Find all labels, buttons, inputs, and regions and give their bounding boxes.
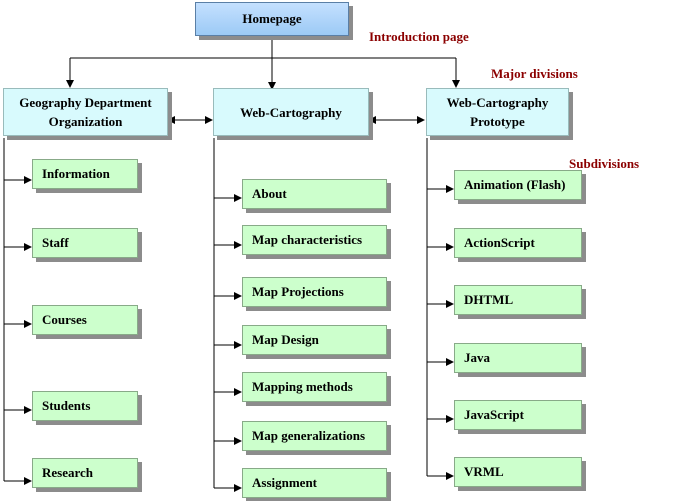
subdivision-box: Research bbox=[32, 458, 138, 488]
subdivision-box: Mapping methods bbox=[242, 372, 387, 402]
subdivision-label: Research bbox=[42, 465, 94, 480]
subdivision-label: Information bbox=[42, 166, 110, 181]
division-label: Web-Cartography bbox=[240, 104, 342, 120]
homepage-label: Homepage bbox=[242, 11, 302, 26]
subdivision-box: Map generalizations bbox=[242, 421, 387, 451]
subdivision-box: Animation (Flash) bbox=[454, 170, 582, 200]
subdivision-box: ActionScript bbox=[454, 228, 582, 258]
subdivision-label: Map Design bbox=[252, 332, 319, 347]
subdivision-label: Students bbox=[42, 398, 91, 413]
subdivision-box: Courses bbox=[32, 305, 138, 335]
subdivision-label: About bbox=[252, 186, 287, 201]
subdivision-label: Assignment bbox=[252, 475, 318, 490]
subdivision-label: Animation (Flash) bbox=[464, 177, 566, 192]
subdivision-label: Map generalizations bbox=[252, 428, 366, 443]
subdivision-label: ActionScript bbox=[464, 235, 535, 250]
subdivision-label: DHTML bbox=[464, 292, 514, 307]
subdivision-box: Information bbox=[32, 159, 138, 189]
subdivision-box: JavaScript bbox=[454, 400, 582, 430]
division-label: Geography Department Organization bbox=[19, 95, 152, 129]
subdivision-label: Map Projections bbox=[252, 284, 344, 299]
division-web-cartography: Web-Cartography bbox=[213, 88, 369, 136]
subdivision-box: Staff bbox=[32, 228, 138, 258]
subdivision-box: Map Projections bbox=[242, 277, 387, 307]
subdivision-label: Mapping methods bbox=[252, 379, 353, 394]
major-divisions-annotation: Major divisions bbox=[491, 66, 578, 81]
division-geography-department: Geography Department Organization bbox=[3, 88, 168, 136]
subdivision-box: Java bbox=[454, 343, 582, 373]
division-label: Web-Cartography Prototype bbox=[446, 95, 549, 129]
subdivision-box: VRML bbox=[454, 457, 582, 487]
subdivision-box: Students bbox=[32, 391, 138, 421]
subdivisions-annotation: Subdivisions bbox=[569, 156, 640, 171]
subdivision-box: Map characteristics bbox=[242, 225, 387, 255]
subdivision-box: Map Design bbox=[242, 325, 387, 355]
subdivision-label: JavaScript bbox=[464, 407, 524, 422]
subdivision-box: About bbox=[242, 179, 387, 209]
introduction-page-annotation: Introduction page bbox=[369, 29, 469, 44]
subdivision-label: Map characteristics bbox=[252, 232, 363, 247]
homepage-box: Homepage bbox=[195, 2, 349, 36]
subdivision-box: DHTML bbox=[454, 285, 582, 315]
subdivision-label: Java bbox=[464, 350, 490, 365]
subdivision-label: Courses bbox=[42, 312, 87, 327]
subdivision-label: Staff bbox=[42, 235, 69, 250]
subdivision-box: Assignment bbox=[242, 468, 387, 498]
subdivision-label: VRML bbox=[464, 464, 504, 479]
division-web-cartography-prototype: Web-Cartography Prototype bbox=[426, 88, 569, 136]
